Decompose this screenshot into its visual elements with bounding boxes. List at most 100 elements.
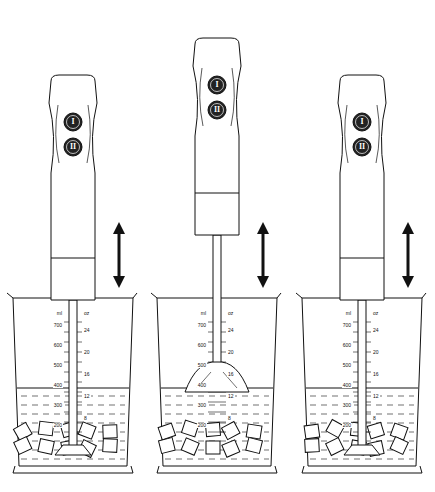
ice-cube	[78, 422, 96, 439]
scale-number: 200	[197, 423, 207, 428]
scale-number: 200	[53, 423, 63, 428]
scale-number: 300	[53, 403, 63, 408]
button-ring	[67, 116, 80, 129]
scale-number: 400	[342, 383, 352, 388]
unit-label: oz	[83, 311, 90, 316]
scale-number: 500	[53, 363, 63, 368]
blade-guard	[344, 445, 380, 455]
ice-cube	[159, 438, 176, 454]
motion-arrow	[262, 228, 265, 282]
scale-tick	[208, 412, 226, 413]
speed-button	[64, 113, 82, 131]
grip-outline	[345, 105, 380, 163]
scale-number: 400	[53, 383, 63, 388]
scale-number: 16	[227, 372, 235, 377]
button-label: II	[214, 106, 220, 114]
grip-outline	[56, 105, 91, 163]
button-label: II	[359, 143, 365, 151]
scale-number: 16	[83, 372, 91, 377]
scale-number: 700	[53, 323, 63, 328]
blade-guard	[55, 445, 91, 455]
ice-cube	[222, 440, 240, 457]
scale-number: 12	[83, 394, 91, 399]
blender-shaft	[358, 300, 366, 447]
jug-base	[157, 466, 277, 473]
motion-arrow	[407, 228, 410, 282]
water-hatch	[165, 405, 269, 406]
body-collar	[51, 258, 95, 259]
jug-base	[13, 466, 133, 473]
scale-number: 300	[342, 403, 352, 408]
ice-cube	[390, 437, 408, 455]
scale-number: 600	[53, 343, 63, 348]
unit-label: ml	[345, 311, 352, 316]
button-ring	[211, 79, 224, 92]
scale-number: 700	[197, 323, 207, 328]
water-hatch	[310, 459, 414, 460]
scale-number: 20	[227, 350, 235, 355]
ice-cube	[38, 421, 53, 436]
ice-cube	[222, 422, 240, 440]
water-hatch	[165, 396, 269, 397]
scale-tick	[208, 402, 226, 403]
ice-cube	[181, 438, 199, 455]
button-ring	[356, 141, 369, 154]
ice-cube	[246, 438, 263, 454]
scale-number: 16	[372, 372, 380, 377]
scale-number: 12	[372, 394, 380, 399]
unit-label: ml	[56, 311, 63, 316]
speed-button	[208, 101, 226, 119]
speed-button	[353, 138, 371, 156]
ice-cube	[390, 423, 408, 440]
body-collar	[195, 193, 239, 194]
blender-in-jug	[151, 38, 281, 473]
scale-tick	[208, 432, 226, 433]
ice-cube	[305, 439, 320, 453]
blender-handle	[49, 75, 97, 300]
button-label: I	[215, 81, 218, 89]
button-ring	[356, 116, 369, 129]
ice-cube	[304, 424, 320, 439]
speed-button	[353, 113, 371, 131]
scale-number: 700	[342, 323, 352, 328]
button-label: II	[70, 143, 76, 151]
water-hatch	[165, 459, 269, 460]
ice-cube	[206, 441, 220, 454]
scale-number: 200	[342, 423, 352, 428]
button-ring	[211, 104, 224, 117]
scale-number: 12	[227, 394, 235, 399]
motion-arrow	[118, 228, 121, 282]
ice-cube	[246, 424, 262, 439]
unit-label: oz	[372, 311, 379, 316]
scale-number: 500	[197, 363, 207, 368]
scale-number: 8	[83, 416, 88, 421]
scale-number: 8	[227, 416, 232, 421]
ice-cube	[38, 439, 54, 455]
speed-button	[208, 76, 226, 94]
button-label: I	[71, 118, 74, 126]
ice-cube	[367, 422, 384, 439]
grip-outline	[200, 68, 235, 126]
ice-cube	[158, 423, 175, 440]
unit-label: oz	[227, 311, 234, 316]
scale-number: 20	[83, 350, 91, 355]
blender-in-jug	[7, 75, 137, 473]
jug-base	[302, 466, 422, 473]
scale-number: 24	[83, 328, 91, 333]
scale-number: 400	[197, 383, 207, 388]
ice-cube	[103, 425, 117, 438]
blade-guard	[185, 362, 249, 392]
blender-handle	[193, 38, 241, 235]
button-ring	[67, 141, 80, 154]
scale-number: 500	[342, 363, 352, 368]
scale-tick	[208, 422, 226, 423]
scale-number: 24	[227, 328, 235, 333]
scale-number: 600	[342, 343, 352, 348]
scale-number: 8	[372, 416, 377, 421]
scale-number: 600	[197, 343, 207, 348]
scale-number: 300	[197, 403, 207, 408]
ice-cube	[205, 422, 220, 436]
body-collar	[340, 258, 384, 259]
scale-number: 20	[372, 350, 380, 355]
